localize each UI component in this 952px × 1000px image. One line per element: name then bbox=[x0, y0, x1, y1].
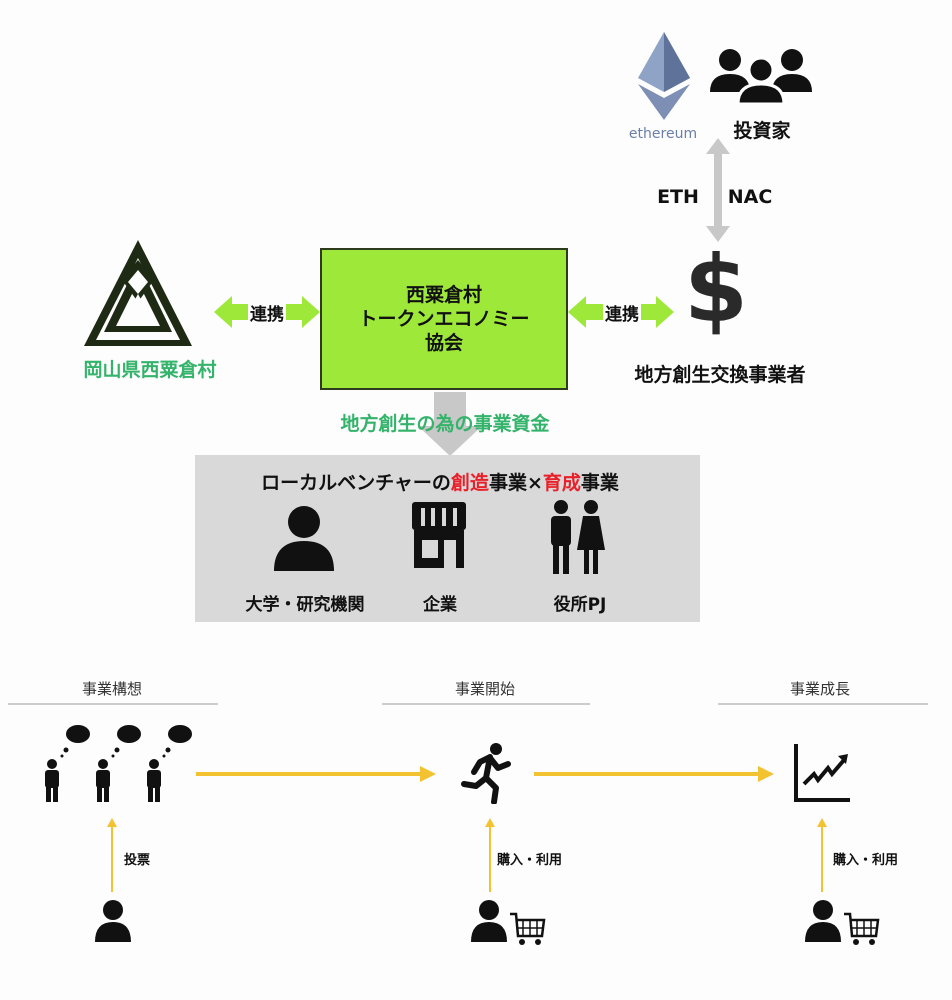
ethereum-label: ethereum bbox=[628, 126, 698, 142]
association-box: 西粟倉村 トークンエコノミー 協会 bbox=[320, 248, 568, 390]
purchase-up-arrow-icon bbox=[485, 818, 495, 892]
ethereum-logo-icon bbox=[638, 32, 690, 120]
runner-icon bbox=[461, 743, 511, 804]
investors-group-icon bbox=[710, 49, 812, 104]
vote-label: 投票 bbox=[124, 853, 151, 868]
link-right-label: 連携 bbox=[603, 300, 641, 325]
venture-title-mid: 事業× bbox=[488, 472, 543, 494]
stage-start-label: 事業開始 bbox=[454, 680, 516, 698]
flow-arrow-icon bbox=[534, 766, 774, 782]
user-with-cart-icon bbox=[805, 900, 880, 945]
thinking-people-icon bbox=[45, 725, 192, 802]
eth-label: ETH bbox=[657, 186, 699, 208]
association-line-2: トークンエコノミー bbox=[358, 308, 530, 330]
nac-label: NAC bbox=[727, 186, 773, 208]
venture-title-creation: 創造 bbox=[450, 472, 489, 494]
venture-title-pre: ローカルベンチャーの bbox=[261, 472, 451, 494]
vote-up-arrow-icon bbox=[107, 818, 117, 892]
venture-item-government: 役所PJ bbox=[553, 595, 607, 615]
flow-arrow-icon bbox=[196, 766, 436, 782]
link-left-label: 連携 bbox=[248, 300, 286, 325]
growth-chart-icon bbox=[794, 744, 850, 802]
stage-growth-label: 事業成長 bbox=[789, 680, 851, 698]
association-line-1: 西粟倉村 bbox=[405, 284, 482, 306]
stage-divider bbox=[718, 703, 928, 705]
village-label: 岡山県西粟倉村 bbox=[83, 359, 217, 381]
venture-item-university: 大学・研究機関 bbox=[245, 595, 365, 615]
purchase-up-arrow-icon bbox=[817, 818, 827, 892]
venture-title-growth: 育成 bbox=[542, 472, 581, 494]
investors-label: 投資家 bbox=[733, 120, 791, 142]
person-icon bbox=[274, 506, 334, 571]
user-with-cart-icon bbox=[471, 900, 546, 945]
stage-concept-label: 事業構想 bbox=[81, 680, 143, 698]
user-icon bbox=[95, 900, 131, 942]
association-line-3: 協会 bbox=[424, 332, 463, 354]
exchanger-label: 地方創生交換事業者 bbox=[634, 364, 806, 386]
shop-icon bbox=[412, 502, 466, 568]
purchase-use-label: 購入・利用 bbox=[497, 853, 563, 868]
dollar-icon: $ bbox=[683, 236, 749, 343]
funds-down-arrow-icon bbox=[418, 392, 482, 456]
couple-icon bbox=[551, 500, 605, 574]
stage-divider bbox=[8, 703, 218, 705]
funds-label: 地方創生の為の事業資金 bbox=[340, 413, 550, 435]
exchange-double-arrow-icon bbox=[706, 138, 730, 242]
village-mountain-logo-icon bbox=[84, 240, 192, 346]
venture-title-post: 事業 bbox=[580, 472, 619, 494]
purchase-use-label: 購入・利用 bbox=[833, 853, 899, 868]
stage-divider bbox=[382, 703, 590, 705]
venture-item-company: 企業 bbox=[423, 595, 457, 615]
venture-title: ローカルベンチャーの創造事業×育成事業 bbox=[261, 468, 619, 495]
